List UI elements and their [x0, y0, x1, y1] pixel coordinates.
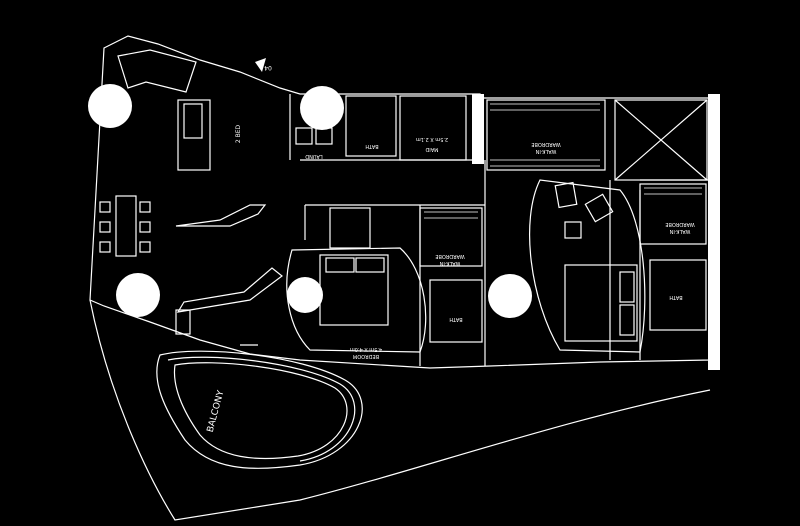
- label-bath-top: BATH: [365, 143, 379, 149]
- label-section-mark: 04: [264, 64, 272, 71]
- cooktop: [183, 103, 203, 139]
- label-laundry: LAUND: [305, 153, 323, 159]
- label-wardrobe-mid: WARDROBE: [435, 253, 464, 259]
- marker-circle: [300, 86, 344, 130]
- living-sofa: [176, 267, 283, 313]
- section-marker-icon: [255, 58, 266, 72]
- label-maid: MAID: [425, 146, 438, 152]
- label-wardrobe-right: WARDROBE: [665, 221, 694, 227]
- dining-table: [115, 195, 137, 257]
- label-maid-size: 2.5m X 2.1m: [416, 136, 448, 142]
- marker-bar: [708, 94, 720, 370]
- label-bedroom-size: 4.5m X 4.0m: [350, 346, 382, 352]
- kitchen-island: [177, 99, 211, 171]
- marker-circle: [488, 274, 532, 318]
- marker-bar: [472, 94, 484, 164]
- label-bath-right: BATH: [669, 294, 683, 300]
- master-bed: [564, 264, 638, 342]
- balcony-planter: [156, 350, 363, 469]
- label-walkin-right: WALK-IN: [669, 228, 690, 234]
- label-bath-mid: BATH: [449, 316, 463, 322]
- marker-circle: [88, 84, 132, 128]
- marker-circle: [116, 273, 160, 317]
- marker-circle: [287, 277, 323, 313]
- kitchen-counter: [117, 49, 197, 93]
- label-bedroom: BEDROOM: [353, 353, 379, 359]
- label-walkin-top: WALK-IN: [535, 148, 556, 154]
- balcony-planter-inner: [173, 362, 348, 460]
- label-walkin-mid: WALK-IN: [439, 260, 460, 266]
- wardrobe-top: [486, 99, 606, 171]
- label-2-bed: 2 BED: [235, 125, 242, 144]
- balcony-outline: [89, 299, 711, 521]
- label-wardrobe-top: WARDROBE: [531, 141, 560, 147]
